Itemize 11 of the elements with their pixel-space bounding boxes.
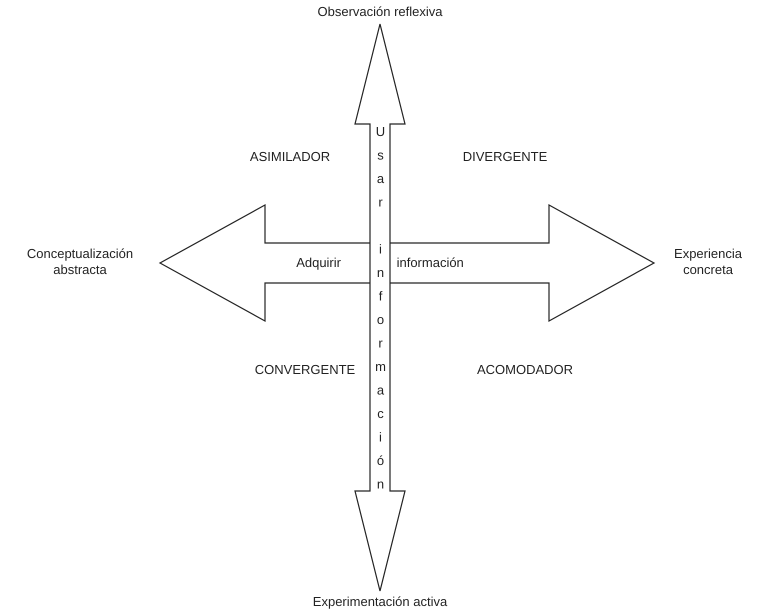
quadrant-label: CONVERGENTE (254, 362, 356, 378)
axis-pole-label: Observación reflexiva (300, 4, 460, 20)
axis-pole-label: Experiencia concreta (658, 246, 758, 278)
edge-label: Usar información (373, 124, 387, 500)
double-block-arrow (158, 204, 656, 322)
quadrant-label: ASIMILADOR (250, 149, 330, 165)
axis-pole-label: Experimentación activa (300, 594, 460, 610)
quadrant-label: DIVERGENTE (462, 149, 548, 165)
double-block-arrow (354, 23, 406, 592)
quadrant-label: ACOMODADOR (476, 362, 574, 378)
axis-pole-label: Conceptualización abstracta (2, 246, 158, 278)
